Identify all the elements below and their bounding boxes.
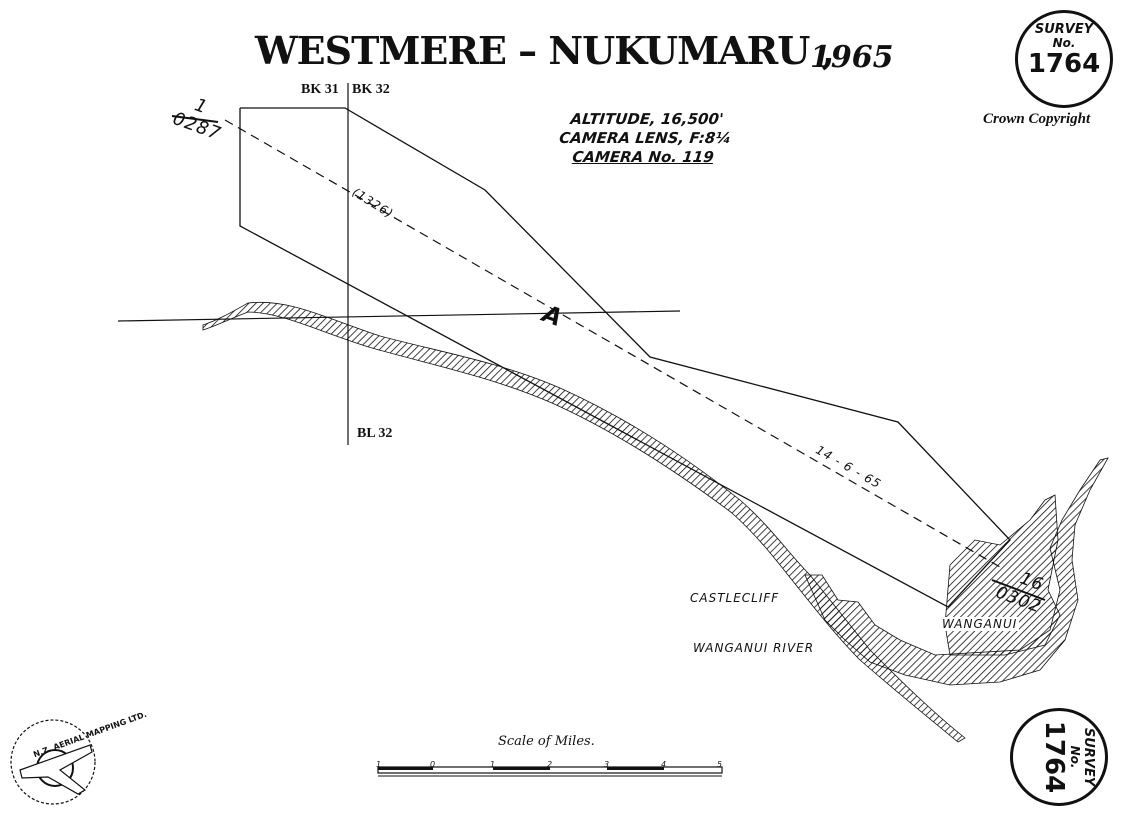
scale-tick: 1: [376, 760, 382, 769]
scale-tick: 4: [661, 760, 667, 769]
survey-stamp-number: 1764: [1039, 720, 1069, 794]
survey-stamp-no: No.: [1052, 36, 1076, 50]
grid-label-bk32: BK 32: [352, 82, 390, 97]
survey-stamp-no: No.: [1068, 745, 1082, 769]
survey-stamp-bottom: SURVEY No. 1764: [1010, 708, 1108, 806]
river-mouth-land: [804, 457, 1109, 686]
flight-info-altitude: ALTITUDE, 16,500': [569, 110, 725, 128]
copyright-notice: Crown Copyright: [983, 111, 1091, 127]
scale-tick: 1: [490, 760, 496, 769]
scale-tick: 5: [717, 760, 723, 769]
survey-stamp-label: SURVEY: [1034, 22, 1094, 37]
scale-tick: 0: [430, 760, 436, 769]
flight-info-lens: CAMERA LENS, F:8¼: [558, 129, 732, 147]
survey-stamp-number: 1764: [1027, 49, 1101, 79]
place-wanganui-river: WANGANUI RIVER: [693, 641, 815, 655]
flight-info: ALTITUDE, 16,500' CAMERA LENS, F:8¼ CAME…: [527, 110, 763, 167]
logo-plane-icon: [19, 744, 93, 795]
grid-label-bl32: BL 32: [357, 426, 393, 441]
start-frame-divider: [171, 115, 219, 123]
scale-tick: 2: [547, 760, 553, 769]
map-title: WESTMERE – NUKUMARU ,: [255, 28, 835, 73]
survey-stamp-top: SURVEY No. 1764: [1015, 10, 1113, 108]
map-year: 1965: [810, 40, 894, 75]
wanganui-town-area: [944, 494, 1061, 656]
grid-line-horizontal: [117, 310, 681, 322]
coverage-boundary: [239, 107, 1011, 608]
scale-bar-segment: [607, 767, 664, 770]
flight-line: [224, 119, 1001, 568]
place-wanganui: WANGANUI: [940, 617, 1020, 631]
grid-label-bk31: BK 31: [301, 82, 339, 97]
flight-info-camera: CAMERA No. 119: [571, 148, 715, 166]
scale-title: Scale of Miles.: [498, 734, 595, 749]
scale-tick: 3: [604, 760, 610, 769]
end-frame-divider: [991, 579, 1046, 601]
scale-bar-segment: [493, 767, 550, 770]
place-castlecliff: CASTLECLIFF: [690, 591, 780, 605]
survey-stamp-label: SURVEY: [1081, 727, 1096, 787]
scale-bar-segment: [378, 767, 433, 770]
logo-ring: [10, 719, 96, 805]
coastline: [202, 301, 966, 743]
